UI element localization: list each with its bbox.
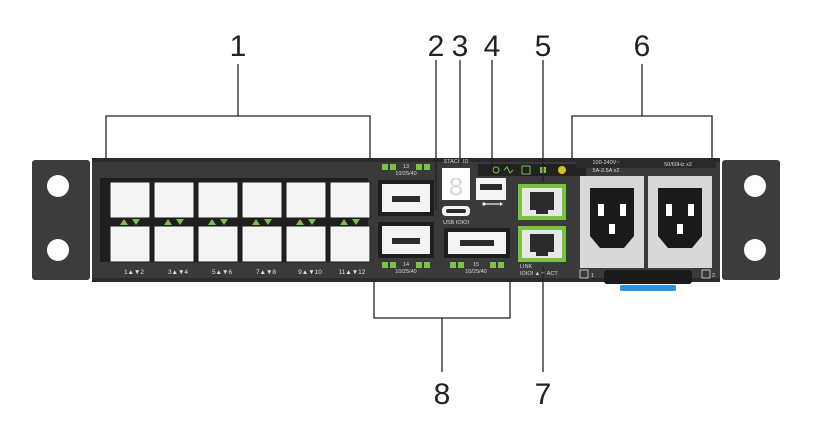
sfp-port-5 — [197, 181, 239, 219]
ac-inlet-icon — [590, 188, 634, 248]
power-icon — [558, 166, 566, 174]
network-icon — [492, 166, 500, 174]
callout-2: 2 — [428, 30, 445, 63]
callout-5: 5 — [535, 30, 552, 63]
sfp-port-4 — [153, 225, 195, 263]
sfp-port-3 — [153, 181, 195, 219]
port-label-5-6: 5▲▼6 — [212, 269, 232, 276]
sfp-led-down-3 — [220, 219, 228, 225]
psu1-rating: 100-240V~ — [592, 160, 619, 166]
port-label-row: 1▲▼2 3▲▼4 5▲▼6 7▲▼8 9▲▼10 11▲▼12 — [124, 269, 366, 276]
sfp-port-7 — [241, 181, 283, 219]
sfp-led-up-4 — [252, 219, 260, 225]
sfp-port-6 — [197, 225, 239, 263]
sfp-led-up-1 — [120, 219, 128, 225]
port-label-3-4: 3▲▼4 — [168, 269, 188, 276]
rj45-port-bottom: LINK IOIOI ▲▼ ACT — [518, 226, 566, 277]
callout-leader-6 — [571, 64, 713, 160]
right-rack-bracket — [722, 160, 780, 280]
callout-leader-1 — [105, 64, 371, 160]
sfp-port-9 — [285, 181, 327, 219]
port-label-7-8: 7▲▼8 — [256, 269, 276, 276]
usb-symbol-icon — [482, 202, 503, 206]
sfp-led-down-4 — [264, 219, 272, 225]
stack-id-digit: 8 — [448, 173, 464, 203]
psu2-id: 2 — [712, 273, 715, 279]
module-speed-14: 10/25/40 — [395, 269, 416, 275]
callout-8: 8 — [434, 378, 451, 411]
module-speed-15: 10/25/40 — [465, 269, 486, 275]
sfp-port-8 — [241, 225, 283, 263]
sfp-led-down-6 — [352, 219, 360, 225]
stack-id-display: STACK ID 8 — [442, 159, 470, 203]
psu1-current: 5A-2.5A x2 — [593, 168, 620, 174]
usb-console-port: USB IOIOI — [442, 206, 470, 226]
left-rack-bracket — [32, 160, 90, 280]
status-led-strip — [478, 164, 586, 176]
sfp-port-block — [100, 178, 371, 263]
callout-leader-8 — [373, 280, 511, 372]
psu-1 — [580, 176, 644, 268]
psu-bay: 100-240V~ 5A-2.5A x2 50/60Hz x2 — [576, 158, 716, 174]
rj45-port-top — [518, 184, 566, 220]
port-label-9-10: 9▲▼10 — [298, 269, 322, 276]
psu1-id: 1 — [591, 273, 594, 279]
sfp-port-11 — [329, 181, 371, 219]
qsfp-module-14: 14 10/25/40 — [378, 222, 434, 275]
sfp-led-down-1 — [132, 219, 140, 225]
module-speed-13: 10/25/40 — [395, 171, 416, 177]
module-label-15: 15 — [473, 262, 479, 268]
link-act-label: IOIOI ▲▼ ACT — [520, 271, 558, 277]
callout-1: 1 — [230, 30, 247, 63]
sfp-led-up-5 — [296, 219, 304, 225]
sfp-led-up-3 — [208, 219, 216, 225]
sfp-port-2 — [109, 225, 151, 263]
callout-7: 7 — [535, 378, 552, 411]
link-label: LINK — [520, 264, 533, 270]
psu2-rating: 50/60Hz x2 — [664, 162, 692, 168]
sfp-led-down-2 — [176, 219, 184, 225]
callout-4: 4 — [484, 30, 501, 63]
sfp-port-10 — [285, 225, 327, 263]
sfp-led-up-6 — [340, 219, 348, 225]
sfp-led-up-2 — [164, 219, 172, 225]
callout-6: 6 — [634, 30, 651, 63]
port-label-11-12: 11▲▼12 — [339, 269, 366, 276]
usb-console-label: USB IOIOI — [443, 220, 469, 226]
sfp-port-12 — [329, 225, 371, 263]
callout-3: 3 — [452, 30, 469, 63]
psu-latch: 1 2 — [579, 269, 715, 291]
port-label-1-2: 1▲▼2 — [124, 269, 144, 276]
qsfp-module-15: 15 10/25/40 — [444, 228, 510, 275]
ac-inlet-icon — [658, 188, 702, 248]
sfp-port-1 — [109, 181, 151, 219]
sfp-led-down-5 — [308, 219, 316, 225]
qsfp-module-13: 13 10/25/40 — [378, 164, 434, 216]
stack-id-label: STACK ID — [444, 159, 469, 165]
module-label-14: 14 — [403, 262, 409, 268]
module-label-13: 13 — [403, 164, 409, 170]
psu-2 — [648, 176, 712, 268]
usb-port — [476, 178, 506, 206]
